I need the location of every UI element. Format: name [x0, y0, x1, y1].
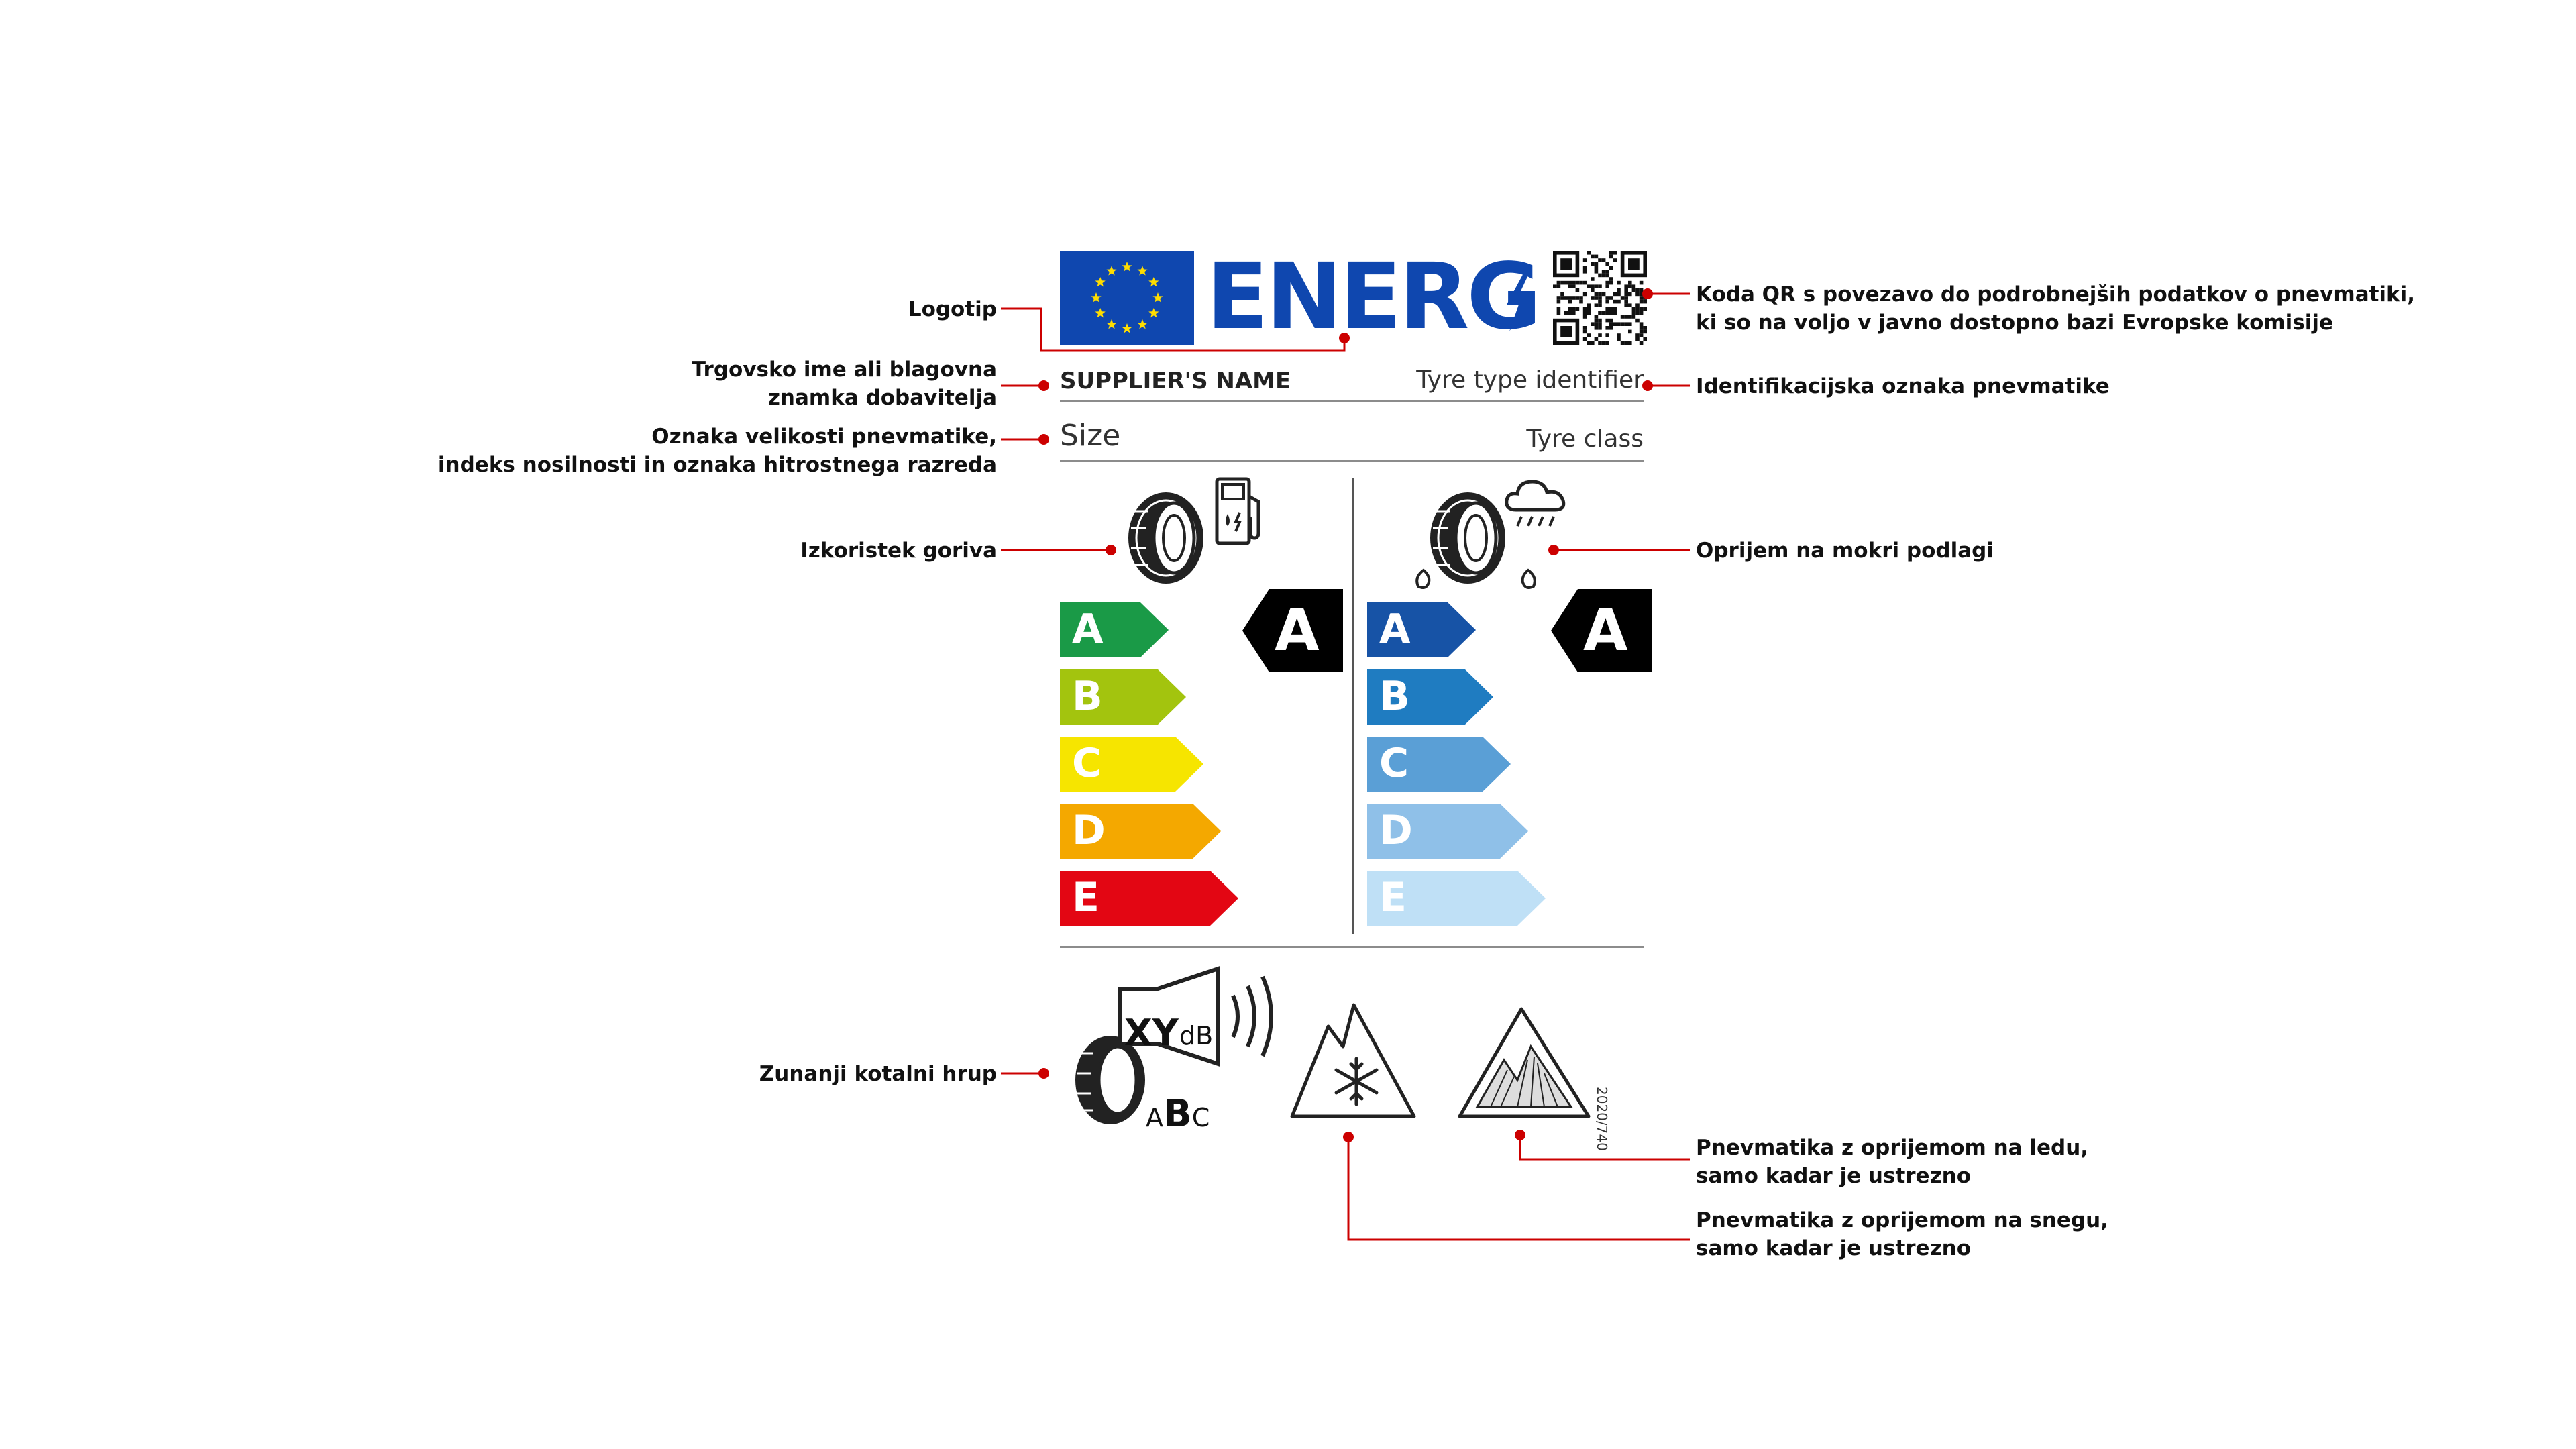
qr-code-icon: [1553, 251, 1647, 345]
noise-class-b: B: [1163, 1092, 1192, 1136]
fuel-band-c: C: [1060, 737, 1205, 792]
wet-band-a: A: [1367, 602, 1477, 657]
callout-identifier: Identifikacijska oznaka pnevmatike: [1696, 374, 2110, 398]
noise-unit: dB: [1179, 1021, 1214, 1051]
callout-size-line-2: indeks nosilnosti in oznaka hitrostnega …: [437, 453, 997, 477]
callout-snow-line-2: samo kadar je ustrezno: [1696, 1236, 1971, 1260]
wet-band-letter: A: [1379, 606, 1411, 653]
eu-star: [1137, 319, 1148, 329]
wet-grip-rating: A: [1551, 589, 1652, 672]
tyre-icon: [1430, 492, 1505, 584]
supplier-name: SUPPLIER'S NAME: [1060, 368, 1291, 394]
callout-supplier-line-1: Trgovsko ime ali blagovna: [691, 358, 997, 382]
noise-class-c: C: [1191, 1103, 1210, 1132]
noise-value: XY: [1124, 1012, 1179, 1054]
tyre-type-identifier: Tyre type identifier: [1416, 366, 1644, 394]
tyre-size: Size: [1060, 419, 1121, 453]
eu-star: [1137, 266, 1148, 276]
callout-qr-line-2: ki so na voljo v javno dostopno bazi Evr…: [1696, 311, 2334, 335]
noise-class-a: A: [1146, 1103, 1163, 1132]
rain-cloud-icon: [1505, 480, 1566, 527]
snowflake-mountain-icon: [1290, 1003, 1416, 1118]
callout-ice-line-2: samo kadar je ustrezno: [1696, 1164, 1971, 1188]
eu-flag-icon: [1060, 251, 1194, 345]
eu-star: [1122, 323, 1132, 333]
callout-size-line-1: Oznaka velikosti pnevmatike,: [651, 425, 997, 449]
wet-band-letter: E: [1379, 874, 1407, 921]
callout-ice: Pnevmatika z oprijemom na ledu, samo kad…: [1696, 1134, 2088, 1190]
fuel-efficiency-rating-letter: A: [1275, 597, 1320, 664]
fuel-band-d: D: [1060, 804, 1222, 859]
eu-star: [1148, 308, 1159, 318]
divider: [1352, 478, 1354, 934]
fuel-band-a: A: [1060, 602, 1170, 657]
callout-ice-line-1: Pnevmatika z oprijemom na ledu,: [1696, 1136, 2089, 1160]
divider: [1060, 946, 1644, 948]
divider: [1060, 460, 1644, 462]
fuel-efficiency-rating: A: [1242, 589, 1343, 672]
wet-band-e: E: [1367, 871, 1547, 926]
fuel-band-letter: C: [1072, 740, 1102, 787]
wet-band-d: D: [1367, 804, 1529, 859]
callout-qr: Koda QR s povezavo do podrobnejših podat…: [1696, 280, 2415, 337]
eu-star: [1152, 292, 1163, 303]
eu-star: [1106, 266, 1117, 276]
water-splash-icon: [1415, 568, 1536, 589]
ice-mountain-icon: [1458, 1007, 1591, 1118]
wet-band-letter: C: [1379, 740, 1409, 787]
wet-grip-rating-letter: A: [1583, 597, 1628, 664]
callout-logotip: Logotip: [908, 297, 997, 321]
eu-star: [1095, 277, 1106, 287]
fuel-band-e: E: [1060, 871, 1240, 926]
fuel-band-letter: A: [1072, 606, 1104, 653]
eu-star: [1122, 262, 1132, 272]
divider: [1060, 400, 1644, 402]
wet-band-b: B: [1367, 669, 1495, 724]
fuel-band-letter: B: [1072, 673, 1103, 720]
noise-classes: ABC: [1146, 1092, 1210, 1136]
callout-noise: Zunanji kotalni hrup: [759, 1062, 997, 1086]
wet-band-letter: D: [1379, 807, 1413, 854]
callout-supplier: Trgovsko ime ali blagovna znamka dobavit…: [692, 356, 997, 412]
callout-snow: Pnevmatika z oprijemom na snegu, samo ka…: [1696, 1206, 2108, 1263]
wet-band-c: C: [1367, 737, 1512, 792]
callout-wet: Oprijem na mokri podlagi: [1696, 539, 1994, 563]
tyre-energy-label: ENERG SUPPLIER'S NAME Tyre type identifi…: [1060, 241, 1657, 1151]
tyre-class: Tyre class: [1526, 425, 1644, 453]
speaker-icon: [1118, 966, 1273, 1067]
noise-tyre-icon: [1075, 1036, 1145, 1124]
callout-qr-line-1: Koda QR s povezavo do podrobnejših podat…: [1696, 282, 2416, 307]
eu-star: [1095, 308, 1106, 318]
wet-band-letter: B: [1379, 673, 1410, 720]
callout-fuel: Izkoristek goriva: [800, 539, 997, 563]
tyre-icon: [1128, 492, 1203, 584]
callout-size: Oznaka velikosti pnevmatike, indeks nosi…: [438, 423, 997, 479]
eu-star: [1091, 292, 1102, 303]
callout-supplier-line-2: znamka dobavitelja: [767, 386, 997, 410]
fuel-band-b: B: [1060, 669, 1187, 724]
energy-title: ENERG: [1206, 244, 1542, 350]
lightning-icon: [1507, 270, 1534, 331]
fuel-band-letter: E: [1072, 874, 1099, 921]
fuel-pump-icon: [1215, 477, 1260, 545]
callout-snow-line-1: Pnevmatika z oprijemom na snegu,: [1696, 1208, 2108, 1232]
eu-star: [1106, 319, 1117, 329]
fuel-band-letter: D: [1072, 807, 1106, 854]
eu-star: [1148, 277, 1159, 287]
